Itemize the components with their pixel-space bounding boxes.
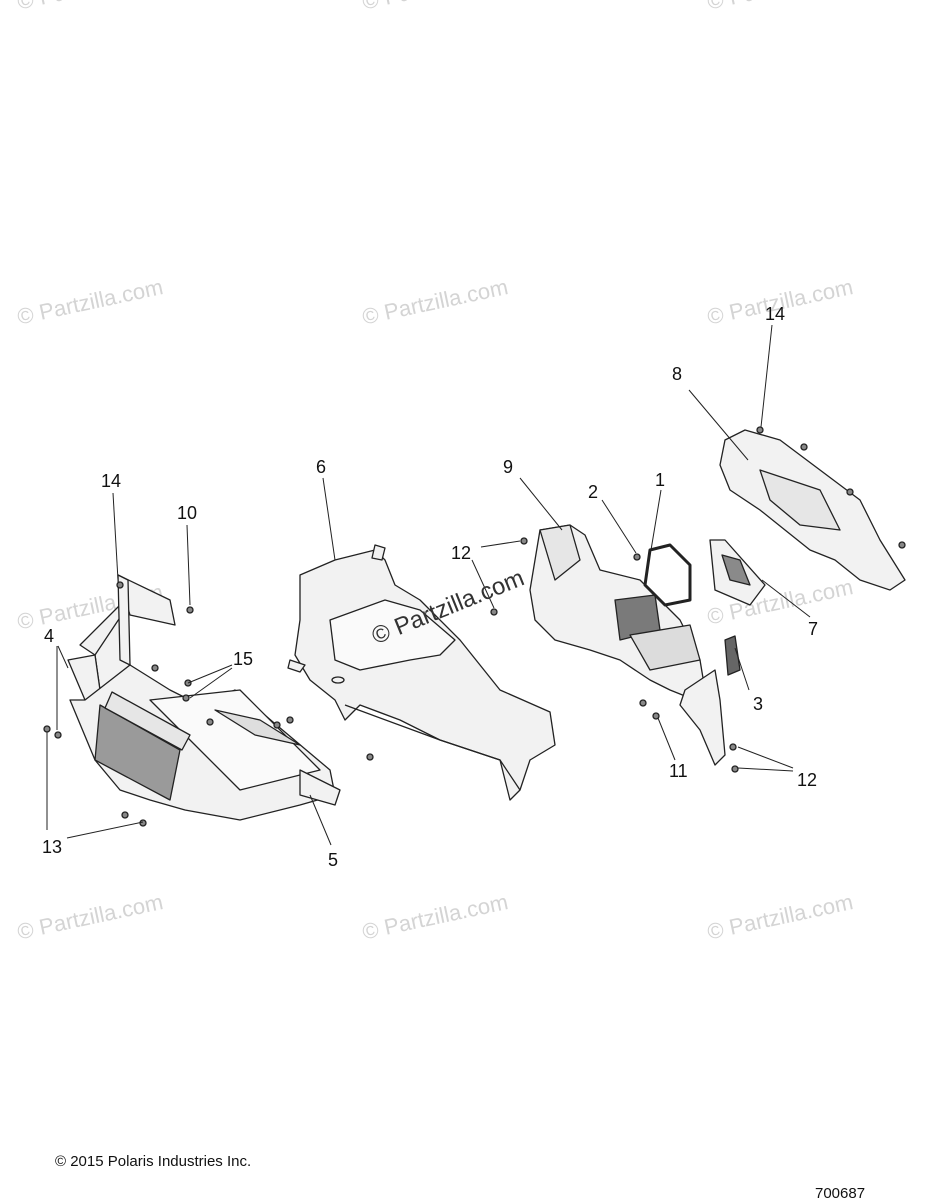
- part-1-seal: [643, 543, 692, 607]
- callout-6: 6: [316, 457, 327, 477]
- callout-11: 11: [669, 761, 688, 781]
- callout-8: 8: [672, 364, 683, 384]
- callout-13: 13: [42, 837, 63, 857]
- callout-12: 12: [797, 770, 818, 790]
- callout-3: 3: [753, 694, 764, 714]
- part-9-dash-lower: [529, 524, 706, 701]
- part-3-grille: [724, 635, 741, 676]
- callout-14: 14: [765, 304, 786, 324]
- leader-lines: [46, 324, 811, 846]
- callout-5: 5: [328, 850, 339, 870]
- callout-14: 14: [101, 471, 122, 491]
- copyright-text: © 2015 Polaris Industries Inc.: [55, 1153, 252, 1170]
- callout-9: 9: [503, 457, 514, 477]
- callout-12: 12: [451, 543, 472, 563]
- part-6-hood: [287, 544, 556, 801]
- callout-7: 7: [808, 619, 819, 639]
- document-number: 700687: [815, 1185, 866, 1202]
- part-5-front-bumper: [67, 574, 341, 821]
- callout-10: 10: [177, 503, 198, 523]
- part-7-panel: [709, 539, 766, 606]
- callout-4: 4: [44, 626, 55, 646]
- fasteners: [43, 426, 906, 827]
- part-11-dash-side: [679, 669, 726, 766]
- callout-1: 1: [655, 470, 666, 490]
- callout-15: 15: [233, 649, 254, 669]
- callout-2: 2: [588, 482, 599, 502]
- part-8-upper-dash: [719, 429, 906, 591]
